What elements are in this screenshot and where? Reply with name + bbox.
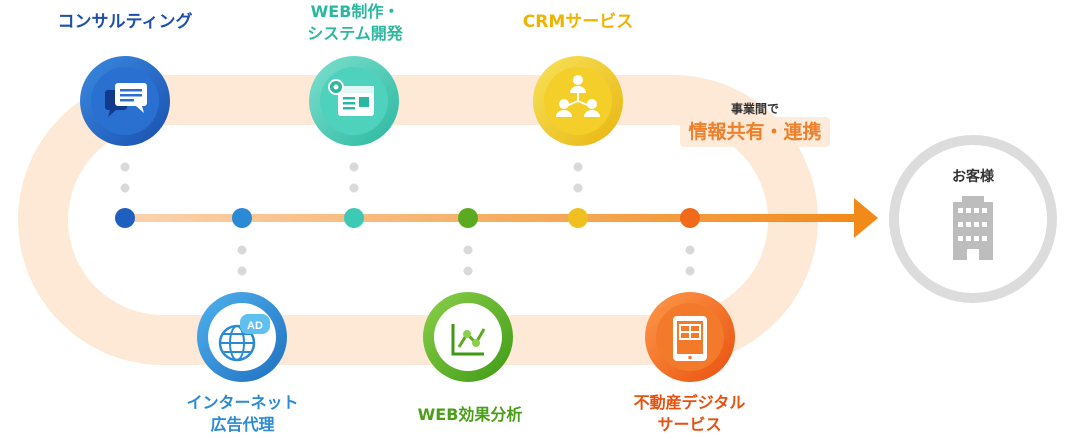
node-consulting [80,56,170,146]
timeline-dot [115,208,135,228]
node-real-estate [645,292,735,382]
node-web-analytics [423,292,513,382]
label-web-system: WEB制作・ システム開発 [307,2,403,43]
timeline-arrowhead [854,198,878,238]
line-chart-icon [451,324,486,356]
timeline-dot [680,208,700,228]
customer-label: お客様 [952,169,994,185]
web-settings-icon [328,79,374,116]
timeline-dot [232,208,252,228]
share-caption-small: 事業間で [730,102,779,116]
node-web-system [309,56,399,146]
timeline-line [120,214,860,222]
svg-text:AD: AD [247,320,263,332]
timeline-dot [344,208,364,228]
share-caption: 情報共有・連携 [680,117,830,147]
label-crm: CRMサービス [522,12,634,32]
people-network-icon [556,75,600,117]
label-consulting: コンサルティング [57,12,193,32]
timeline-dot [568,208,588,228]
globe-ad-icon: AD [218,314,270,362]
building-icon [953,196,993,260]
node-internet-ad: AD [197,292,287,382]
node-crm [533,56,623,146]
label-internet-ad: インターネット 広告代理 [186,393,299,434]
timeline-dots [115,208,700,228]
tablet-floorplan-icon [673,316,707,361]
connector-dots [120,162,695,276]
customer-node [889,135,1057,303]
chat-bubble-icon [105,83,147,117]
timeline-dot [458,208,478,228]
label-web-analytics: WEB効果分析 [417,405,523,424]
label-real-estate: 不動産デジタル サービス [633,393,746,434]
